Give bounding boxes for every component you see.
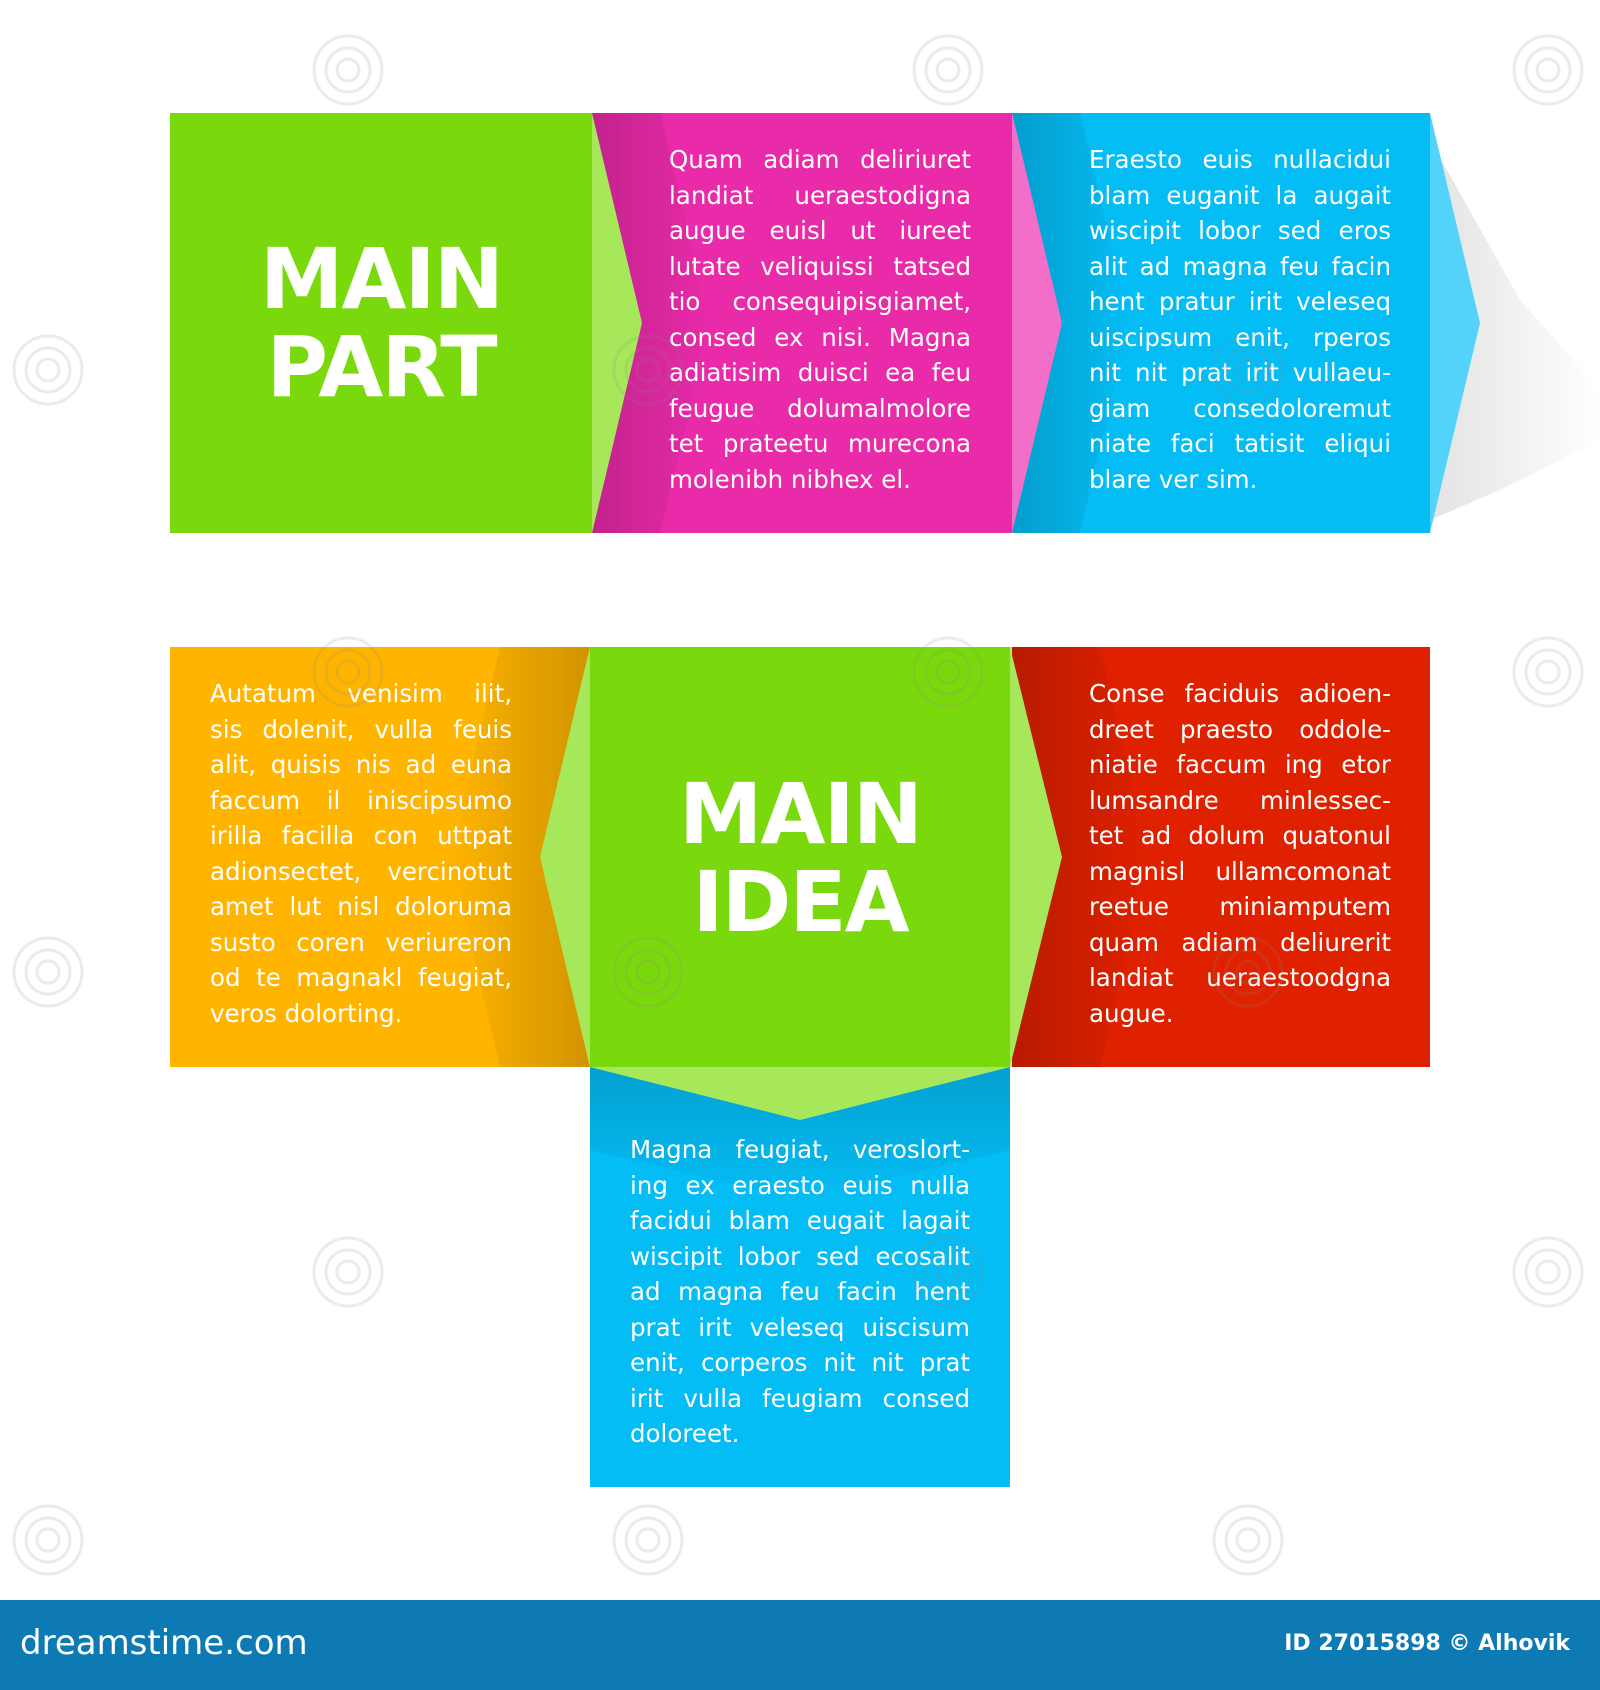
spiral-icon — [612, 334, 684, 406]
text-line: molenibh nibhex el. — [669, 464, 911, 494]
text-line: sis dolenit, vulla feuis — [210, 714, 512, 744]
text-line: blare ver sim. — [1089, 464, 1258, 494]
image-credit: ID 27015898 © Alhovik — [1284, 1631, 1570, 1656]
text-line: landiat ueraestoodgna — [1089, 963, 1391, 992]
cyan-step-text: Eraesto euis nullacidui blam euganit la … — [1089, 142, 1391, 497]
text-line: Conse faciduis adioen- — [1089, 679, 1391, 708]
text-line: giam consedoloremut — [1089, 393, 1391, 423]
text-line: ing ex eraesto euis nulla — [630, 1170, 970, 1200]
main-part-box — [170, 113, 592, 533]
spiral-icon — [1212, 1504, 1284, 1576]
text-line: wiscipit lobor sed ecosalit — [630, 1241, 970, 1271]
text-line: amet lut nisl doloruma — [210, 892, 512, 921]
text-line: niatie faccum ing etor — [1089, 750, 1391, 779]
spiral-icon — [12, 334, 84, 406]
watermark-spirals — [12, 34, 1584, 1576]
main-idea-title-line2: IDEA — [692, 853, 909, 951]
text-line: Magna feugiat, veroslort- — [630, 1135, 970, 1164]
main-idea-title-line1: MAIN — [678, 765, 923, 863]
text-line: alit, quisis nis ad euna — [210, 750, 512, 779]
text-line: augue euisl ut iureet — [669, 216, 971, 245]
magenta-step-text: Quam adiam deliriuret landiat ueraestodi… — [669, 142, 971, 497]
text-line: blam euganit la augait — [1089, 180, 1391, 210]
bottom-cyan-text: Magna feugiat, veroslort- ing ex eraesto… — [630, 1132, 970, 1452]
spiral-icon — [912, 34, 984, 106]
spiral-icon — [312, 34, 384, 106]
text-line: doloreet. — [630, 1419, 740, 1448]
text-line: veros dolorting. — [210, 998, 403, 1028]
cyan-arrow-tip — [1430, 113, 1480, 533]
main-idea-box — [590, 647, 1010, 1067]
spiral-icon — [912, 636, 984, 708]
main-idea-title: MAIN IDEA — [590, 770, 1010, 946]
text-line: hent pratur irit veleseq — [1089, 287, 1391, 316]
spiral-icon — [1212, 936, 1284, 1008]
main-part-title-line2: PART — [266, 318, 497, 416]
text-line: consed ex nisi. Magna — [669, 322, 971, 352]
main-part-arrow-tip — [592, 113, 642, 533]
spiral-icon — [312, 636, 384, 708]
text-line: Quam adiam deliriuret — [669, 145, 971, 174]
spiral-icon — [912, 1236, 984, 1308]
text-line: augue. — [1089, 998, 1174, 1028]
text-line: alit ad magna feu facin — [1089, 251, 1391, 281]
text-line: uiscipsum enit, rperos — [1089, 322, 1391, 352]
spiral-icon — [12, 1504, 84, 1576]
text-line: adionsectet, vercinotut — [210, 856, 512, 886]
spiral-icon — [1512, 636, 1584, 708]
main-part-title-line1: MAIN — [259, 230, 504, 328]
text-line: od te magnakl feugiat, — [210, 963, 512, 992]
text-line: tet ad dolum quatonul — [1089, 821, 1391, 850]
spiral-icon — [1512, 34, 1584, 106]
spiral-icon — [612, 936, 684, 1008]
text-line: feugue dolumalmolore — [669, 393, 971, 423]
text-line: irit vulla feugiam consed — [630, 1383, 970, 1413]
text-line: facidui blam eugait lagait — [630, 1206, 970, 1235]
spiral-icon — [1512, 1236, 1584, 1308]
text-line: prat irit veleseq uiscisum — [630, 1312, 970, 1342]
text-line: dreet praesto oddole- — [1089, 714, 1391, 744]
text-line: adiatisim duisci ea feu — [669, 358, 971, 387]
text-line: wiscipit lobor sed eros — [1089, 216, 1391, 245]
main-part-title: MAIN PART — [170, 235, 592, 411]
red-box-text: Conse faciduis adioen- dreet praesto odd… — [1089, 676, 1391, 1031]
text-line: nit nit prat irit vullaeu- — [1089, 358, 1391, 387]
text-line: Eraesto euis nullacidui — [1089, 145, 1391, 174]
text-line: niate faci tatisit eliqui — [1089, 429, 1391, 458]
spiral-icon — [612, 1504, 684, 1576]
text-line: tet prateetu murecona — [669, 429, 971, 458]
text-line: lutate veliquissi tatsed — [669, 251, 971, 281]
text-line: Autatum venisim ilit, — [210, 679, 512, 708]
footer-bar: dreamstime.com ID 27015898 © Alhovik — [0, 1600, 1600, 1690]
spiral-icon — [312, 1236, 384, 1308]
text-line: faccum il iniscipsumo — [210, 785, 512, 815]
text-line: irilla facilla con uttpat — [210, 821, 512, 850]
text-line: susto coren veriureron — [210, 927, 512, 957]
text-line: landiat ueraestodigna — [669, 180, 971, 210]
brand-logo: dreamstime.com — [20, 1623, 308, 1663]
orange-box-text: Autatum venisim ilit, sis dolenit, vulla… — [210, 676, 512, 1031]
text-line: ad magna feu facin hent — [630, 1277, 970, 1306]
top-row-shapes — [170, 113, 1600, 533]
spiral-icon — [12, 936, 84, 1008]
text-line: lumsandre minlessec- — [1089, 785, 1391, 815]
text-line: quam adiam deliurerit — [1089, 927, 1391, 957]
text-line: tio consequipisgiamet, — [669, 287, 971, 316]
text-line: enit, corperos nit nit prat — [630, 1348, 970, 1377]
text-line: magnisl ullamcomonat — [1089, 856, 1391, 886]
magenta-arrow-tip — [1012, 113, 1062, 533]
text-line: reetue miniamputem — [1089, 892, 1391, 921]
spiral-icon — [1212, 334, 1284, 406]
main-idea-shapes — [170, 647, 1430, 1487]
